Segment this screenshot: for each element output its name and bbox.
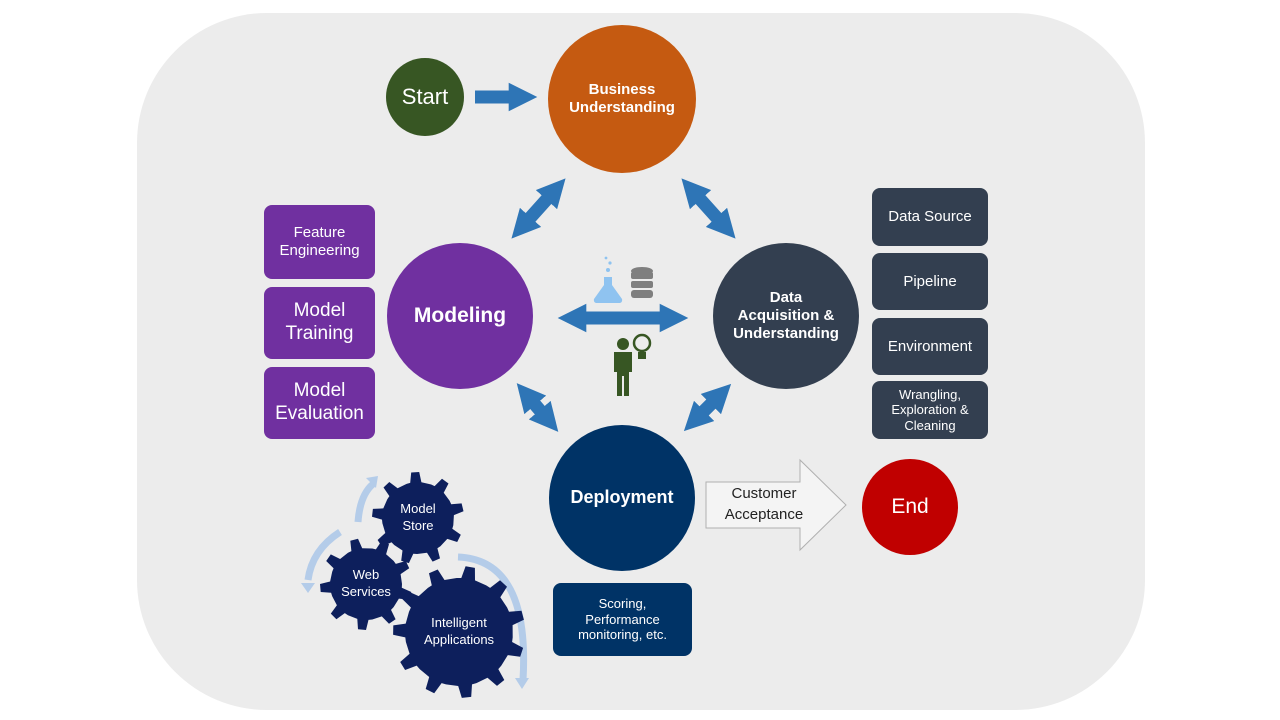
modeling-label: Modeling (413, 304, 507, 328)
box-label: Model Evaluation (275, 380, 364, 424)
gear-icon (320, 538, 412, 630)
gear-label-model-store: Model Store (400, 501, 436, 533)
gear-icon (393, 566, 524, 698)
data-label: Data Acquisition & Understanding (733, 289, 839, 342)
end-node: End (862, 459, 958, 555)
data-source-box: Data Source (872, 188, 988, 246)
data-deployment-arrow (683, 383, 732, 432)
box-label: Pipeline (903, 272, 957, 290)
business-modeling-arrow (511, 178, 566, 239)
model-evaluation-box: Model Evaluation (264, 367, 375, 439)
person-lightbulb-icon (614, 333, 652, 396)
deployment-note-box: Scoring, Performance monitoring, etc. (553, 583, 692, 656)
gear-label-web-services: Web Services (341, 567, 391, 599)
box-label: Environment (887, 337, 973, 355)
data-acquisition-node: Data Acquisition & Understanding (713, 243, 859, 389)
model-training-box: Model Training (264, 287, 375, 359)
feature-engineering-box: Feature Engineering (264, 205, 375, 279)
modeling-deployment-arrow (516, 383, 559, 432)
flask-icon (593, 256, 623, 303)
gear-label-intelligent-applications: Intelligent Applications (423, 615, 495, 647)
box-label: Data Source (888, 208, 972, 225)
start-node: Start (386, 58, 464, 136)
gear-icon (372, 472, 464, 564)
box-label: Wrangling, Exploration & Cleaning (891, 386, 969, 433)
customer-acceptance-arrow (705, 458, 847, 552)
box-label: Feature Engineering (279, 224, 360, 259)
customer-acceptance-label: Customer Acceptance (724, 485, 804, 523)
wrangling-box: Wrangling, Exploration & Cleaning (872, 381, 988, 439)
business-data-arrow (681, 178, 736, 239)
start-label: Start (401, 83, 449, 109)
box-label: Model Training (285, 300, 354, 344)
end-label: End (891, 495, 929, 519)
business-understanding-node: Business Understanding (548, 25, 696, 173)
business-label: Business Understanding (569, 81, 675, 116)
deployment-label: Deployment (570, 487, 674, 508)
modeling-node: Modeling (387, 243, 533, 389)
cycle-arrow (304, 529, 342, 581)
environment-box: Environment (872, 318, 988, 375)
cycle-arrow (354, 481, 376, 523)
database-icon (631, 267, 653, 298)
box-label: Scoring, Performance monitoring, etc. (578, 596, 667, 643)
cycle-arrow (457, 553, 528, 681)
deployment-node: Deployment (549, 425, 695, 571)
pipeline-box: Pipeline (872, 253, 988, 310)
